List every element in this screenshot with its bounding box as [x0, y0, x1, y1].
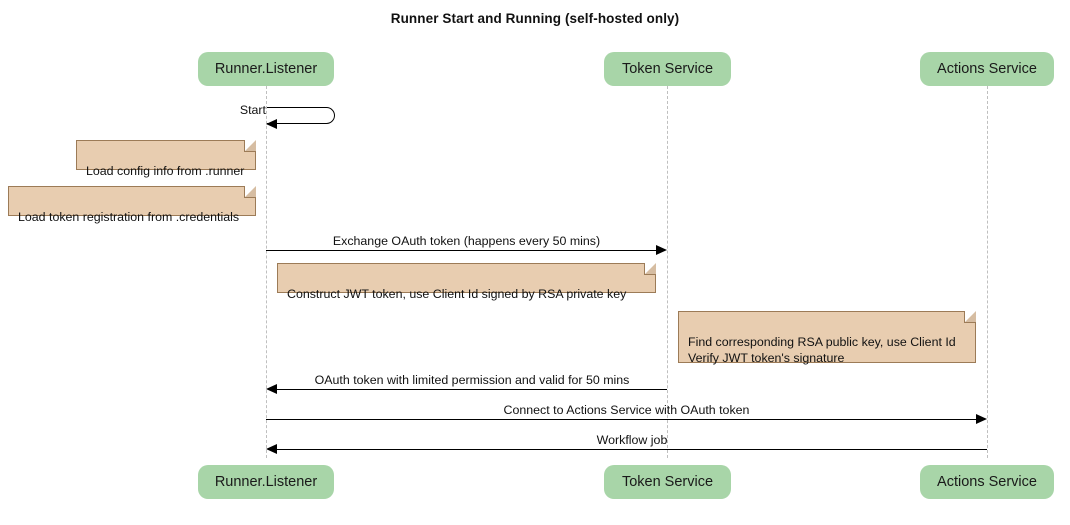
- participant-token-bottom[interactable]: Token Service: [604, 465, 731, 499]
- participant-runner-bottom[interactable]: Runner.Listener: [198, 465, 334, 499]
- note-text: Find corresponding RSA public key, use C…: [688, 335, 956, 365]
- participant-label: Token Service: [621, 61, 714, 77]
- message-label-workflow-job: Workflow job: [596, 433, 668, 447]
- page-title: Runner Start and Running (self-hosted on…: [390, 11, 680, 26]
- participant-actions-top[interactable]: Actions Service: [920, 52, 1054, 86]
- message-line-connect-to-actions-service: [266, 419, 976, 420]
- note-text: Construct JWT token, use Client Id signe…: [287, 287, 627, 301]
- note-verify-jwt-token: Find corresponding RSA public key, use C…: [678, 311, 976, 365]
- message-arrowhead-oauth-token-reply: [266, 384, 277, 394]
- participant-token-top[interactable]: Token Service: [604, 52, 731, 86]
- message-arrowhead-exchange-oauth-token: [656, 245, 667, 255]
- message-line-exchange-oauth-token: [266, 250, 656, 251]
- note-construct-jwt-token: Construct JWT token, use Client Id signe…: [277, 263, 656, 301]
- message-self-loop-start: [267, 107, 335, 124]
- lifeline-token: [667, 86, 668, 458]
- lifeline-actions: [987, 86, 988, 458]
- participant-runner-top[interactable]: Runner.Listener: [198, 52, 334, 86]
- message-line-workflow-job: [277, 449, 987, 450]
- participant-label: Token Service: [621, 474, 714, 490]
- note-load-token-registration: Load token registration from .credential…: [8, 186, 256, 224]
- note-text: Load config info from .runner: [86, 164, 245, 178]
- message-label-start: Start: [239, 103, 266, 117]
- message-label-exchange-oauth-token: Exchange OAuth token (happens every 50 m…: [332, 234, 601, 248]
- message-arrowhead-start: [266, 119, 277, 129]
- participant-label: Actions Service: [937, 474, 1037, 490]
- participant-label: Runner.Listener: [214, 474, 318, 490]
- lifeline-runner: [266, 86, 267, 458]
- message-arrowhead-workflow-job: [266, 444, 277, 454]
- message-line-oauth-token-reply: [277, 389, 667, 390]
- participant-label: Actions Service: [937, 61, 1037, 77]
- message-label-connect-to-actions-service: Connect to Actions Service with OAuth to…: [503, 403, 750, 417]
- note-text: Load token registration from .credential…: [18, 210, 240, 224]
- note-load-config-info: Load config info from .runner: [76, 140, 256, 178]
- participant-label: Runner.Listener: [214, 61, 318, 77]
- message-arrowhead-connect-to-actions-service: [976, 414, 987, 424]
- participant-actions-bottom[interactable]: Actions Service: [920, 465, 1054, 499]
- message-label-oauth-token-reply: OAuth token with limited permission and …: [314, 373, 630, 387]
